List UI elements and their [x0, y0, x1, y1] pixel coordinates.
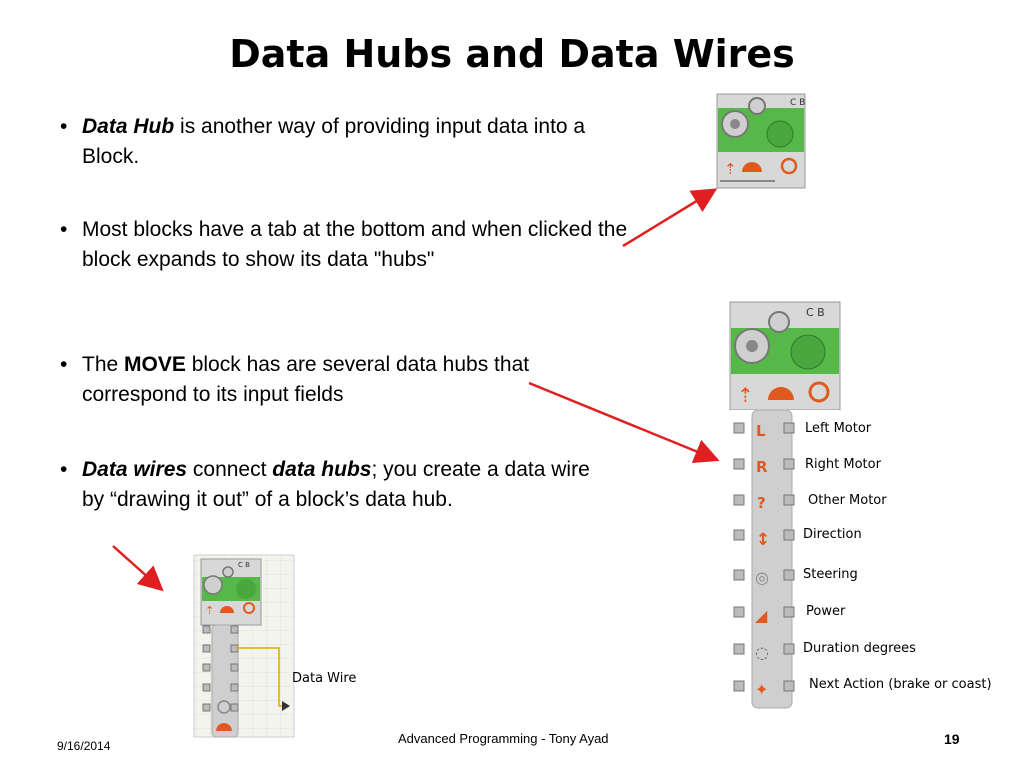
- arrow-to-wire-example: [112, 545, 164, 592]
- gear-icon: [222, 566, 234, 578]
- right-motor-icon: R: [756, 458, 768, 476]
- data-wire-example: C B ⇡: [193, 554, 295, 738]
- gear-icon: [768, 311, 790, 333]
- arrow-to-collapsed-block: [622, 188, 718, 248]
- expanded-move-block: C B ⇡ L R ? ↕ ◎: [729, 301, 841, 710]
- steering-icon: ◎: [755, 568, 769, 587]
- hub-label-left-motor: Left Motor: [805, 421, 872, 436]
- bullet-tab: • Most blocks have a tab at the bottom a…: [60, 215, 635, 275]
- direction-icon: ⇡: [724, 160, 737, 178]
- bullet-text: Data wires connect data hubs; you create…: [82, 455, 615, 515]
- bullet-data-hub: • Data Hub is another way of providing i…: [60, 112, 640, 172]
- block-port-label: C B: [806, 306, 825, 319]
- block-port-label: C B: [238, 561, 250, 569]
- data-wire-label: Data Wire: [292, 671, 357, 686]
- bullet-part: The: [82, 353, 125, 376]
- bullet-emph: Data wires: [82, 458, 188, 481]
- bullet-dot: •: [60, 218, 68, 241]
- bullet-data-wires: • Data wires connect data hubs; you crea…: [60, 455, 615, 515]
- hub-label-steering: Steering: [803, 567, 858, 582]
- bullet-part: block has are several data hubs that cor…: [82, 353, 530, 406]
- bullet-emph: data hubs: [272, 458, 372, 481]
- hub-row-left-motor[interactable]: L: [733, 422, 795, 440]
- hub-label-other-motor: Other Motor: [808, 493, 887, 508]
- gear-icon: [203, 575, 223, 595]
- hub-label-right-motor: Right Motor: [805, 457, 881, 472]
- bullet-dot: •: [60, 353, 68, 376]
- slide-number: 19: [944, 731, 960, 747]
- power-icon: [220, 606, 234, 613]
- hub-row-steering[interactable]: ◎: [733, 568, 795, 587]
- hub-tab[interactable]: [751, 409, 793, 709]
- hub-label-direction: Direction: [803, 527, 862, 542]
- bullet-part: connect: [187, 458, 273, 481]
- other-motor-icon: ?: [757, 494, 766, 512]
- duration-icon: [243, 602, 255, 614]
- gear-icon: [748, 97, 766, 115]
- hub-row-other-motor[interactable]: ?: [733, 494, 795, 512]
- hub-row-power[interactable]: ◢: [733, 606, 795, 625]
- hub-row-next-action[interactable]: ✦: [733, 680, 795, 699]
- collapsed-move-block: C B ⇡: [716, 93, 806, 189]
- direction-hub-icon: ↕: [756, 530, 770, 550]
- block-port-label: C B: [790, 98, 805, 108]
- power-icon: [742, 162, 762, 172]
- power-hub-icon: ◢: [755, 606, 768, 625]
- duration-hub-icon: ◌: [755, 643, 769, 662]
- bullet-part: ; you create a data wire by “drawing it …: [82, 458, 590, 511]
- next-action-icon: ✦: [755, 680, 768, 699]
- power-icon: [768, 387, 794, 400]
- footer-author: Advanced Programming - Tony Ayad: [398, 731, 609, 746]
- bullet-rest: is another way of providing input data i…: [82, 115, 586, 168]
- bullet-text: Data Hub is another way of providing inp…: [82, 112, 640, 172]
- bullet-dot: •: [60, 115, 68, 138]
- hub-row-right-motor[interactable]: R: [733, 458, 795, 476]
- bullet-emph: Data Hub: [82, 115, 175, 138]
- bullet-move: • The MOVE block has are several data hu…: [60, 350, 530, 410]
- bullet-text: Most blocks have a tab at the bottom and…: [82, 218, 628, 271]
- bullet-text: The MOVE block has are several data hubs…: [82, 350, 530, 410]
- left-motor-icon: L: [756, 422, 766, 440]
- hub-label-duration-degrees: Duration degrees: [803, 641, 916, 656]
- hub-label-power: Power: [806, 604, 846, 619]
- bullet-dot: •: [60, 458, 68, 481]
- slide-title: Data Hubs and Data Wires: [229, 32, 795, 76]
- direction-icon: ⇡: [737, 383, 754, 407]
- hub-row-duration[interactable]: ◌: [733, 643, 795, 662]
- duration-icon: [808, 381, 830, 403]
- hub-row-direction[interactable]: ↕: [733, 529, 795, 550]
- arrow-to-expanded-block: [528, 381, 720, 464]
- wire-plug-icon: [282, 701, 290, 711]
- hub-label-next-action: Next Action (brake or coast): [809, 677, 992, 692]
- duration-icon: [780, 157, 798, 175]
- bullet-emph: MOVE: [124, 353, 186, 376]
- footer-date: 9/16/2014: [57, 739, 111, 753]
- direction-icon: ⇡: [205, 605, 214, 617]
